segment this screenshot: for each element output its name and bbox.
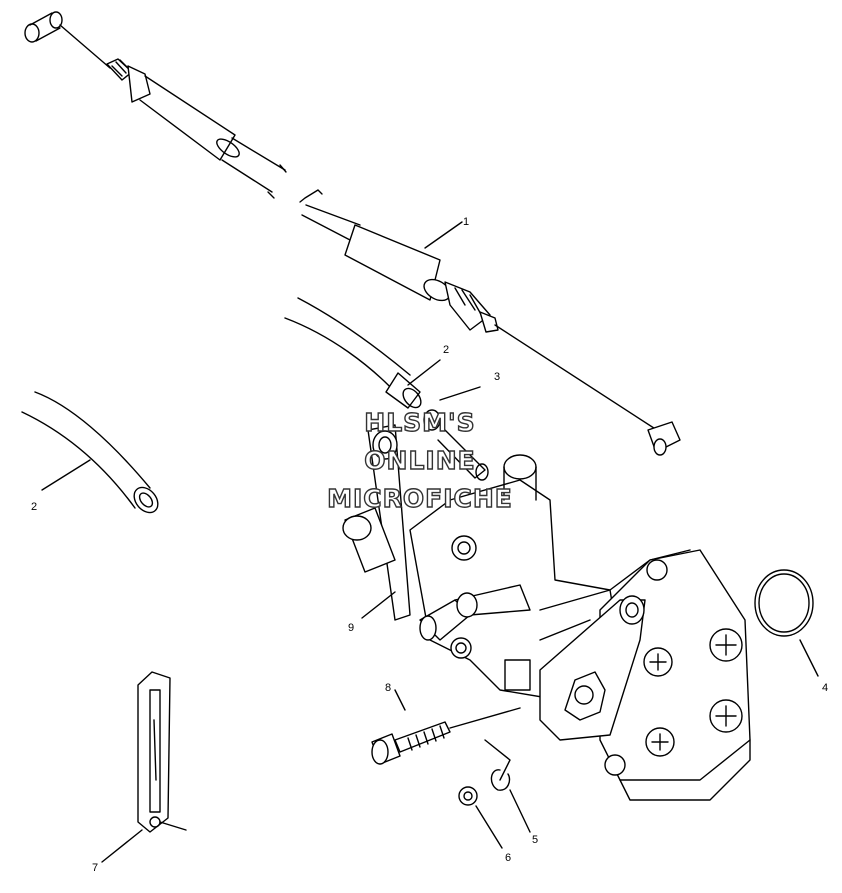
callout-1: 1 xyxy=(463,216,470,228)
callout-3: 3 xyxy=(494,371,501,383)
callout-8: 8 xyxy=(385,682,392,694)
callout-7: 7 xyxy=(92,862,99,874)
callout-5: 5 xyxy=(532,834,539,846)
oil-cable-lower xyxy=(299,189,681,456)
control-lever xyxy=(484,595,646,781)
oil-pump-body xyxy=(342,454,691,701)
strap-clip xyxy=(101,671,187,863)
hose-left xyxy=(21,391,159,514)
hose-upper xyxy=(284,297,441,409)
o-ring xyxy=(754,569,819,677)
circlip xyxy=(490,769,531,833)
callout-9: 9 xyxy=(348,622,355,634)
fitting-part-3 xyxy=(423,386,489,481)
callout-6: 6 xyxy=(505,852,512,864)
flange-bolt xyxy=(371,689,521,765)
washer xyxy=(458,786,503,849)
oil-cable-upper xyxy=(24,11,287,199)
bracket-link xyxy=(361,424,411,621)
watermark-line-2: ONLINE xyxy=(364,446,476,475)
watermark-line-3: MICROFICHE xyxy=(326,484,513,513)
callout-2-upper: 2 xyxy=(443,344,450,356)
callout-2-left: 2 xyxy=(31,501,38,513)
callout-4: 4 xyxy=(822,682,829,694)
watermark-line-1: HLSM'S xyxy=(364,408,476,437)
